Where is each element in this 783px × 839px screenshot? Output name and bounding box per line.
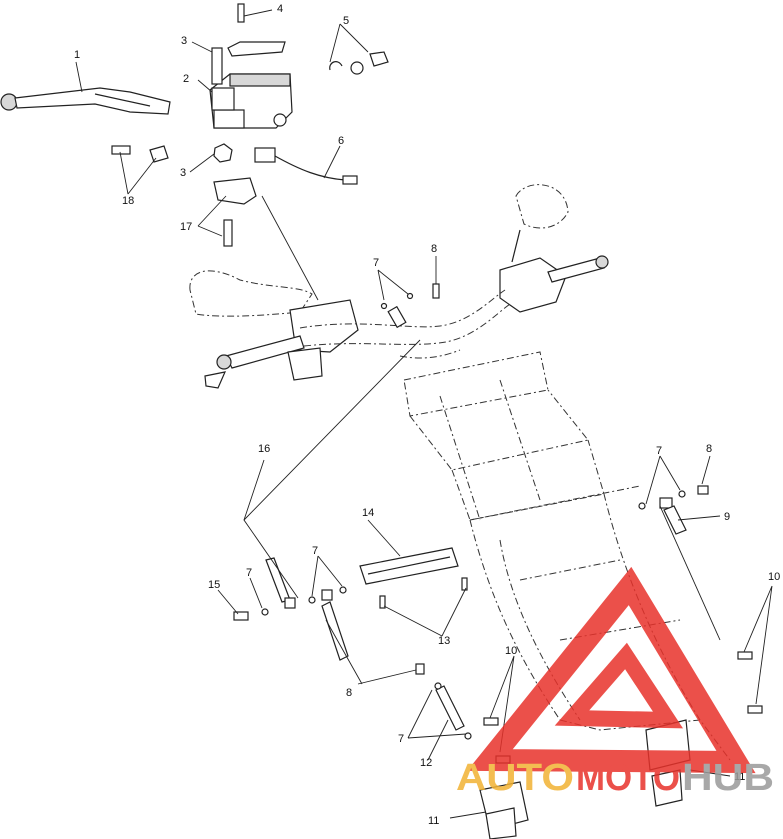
watermark-hub: HUB xyxy=(682,757,774,799)
watermark-triangle-inner xyxy=(554,642,684,729)
callout-2: 2 xyxy=(183,73,189,85)
callout-8-right: 8 xyxy=(706,443,712,455)
watermark-logo: AUTO MOTO HUB xyxy=(456,566,774,799)
callout-16: 16 xyxy=(258,443,270,455)
callout-18: 18 xyxy=(122,195,134,207)
callout-1: 1 xyxy=(74,49,80,61)
callout-15: 15 xyxy=(208,579,220,591)
callout-5: 5 xyxy=(343,15,349,27)
watermark-triangle-outer xyxy=(467,566,756,774)
callout-17: 17 xyxy=(180,221,192,233)
callout-9: 9 xyxy=(724,511,730,523)
right-throttle-control xyxy=(499,184,609,313)
callout-8-top: 8 xyxy=(431,243,437,255)
callout-7-mid: 7 xyxy=(312,545,318,557)
handlebar-outline xyxy=(299,289,511,359)
callout-3-pin: 3 xyxy=(181,35,187,47)
callout-10-right: 10 xyxy=(768,571,780,583)
callout-7-top: 7 xyxy=(373,257,379,269)
leader-lines xyxy=(75,9,773,819)
callout-12: 12 xyxy=(420,757,432,769)
callout-4: 4 xyxy=(277,3,283,15)
callout-7-right: 7 xyxy=(656,445,662,457)
callout-7-lower: 7 xyxy=(398,733,404,745)
callout-11-right: 11 xyxy=(734,771,745,783)
callout-8-lower: 8 xyxy=(346,687,352,699)
callout-10-lower: 10 xyxy=(505,645,517,657)
callout-14: 14 xyxy=(362,507,374,519)
watermark-moto: MOTO xyxy=(576,757,680,799)
callout-numbers: 1 2 3 3 4 5 6 7 7 7 7 7 8 8 8 9 10 10 11… xyxy=(74,3,780,827)
callout-13: 13 xyxy=(438,635,450,647)
watermark-auto: AUTO xyxy=(456,757,574,799)
callout-11-left: 11 xyxy=(428,815,439,827)
left-brake-control xyxy=(189,270,359,389)
brake-lever-assembly-exploded xyxy=(0,3,389,247)
callout-3-nut: 3 xyxy=(180,167,186,179)
callout-6: 6 xyxy=(338,135,344,147)
callout-7-left: 7 xyxy=(246,567,252,579)
